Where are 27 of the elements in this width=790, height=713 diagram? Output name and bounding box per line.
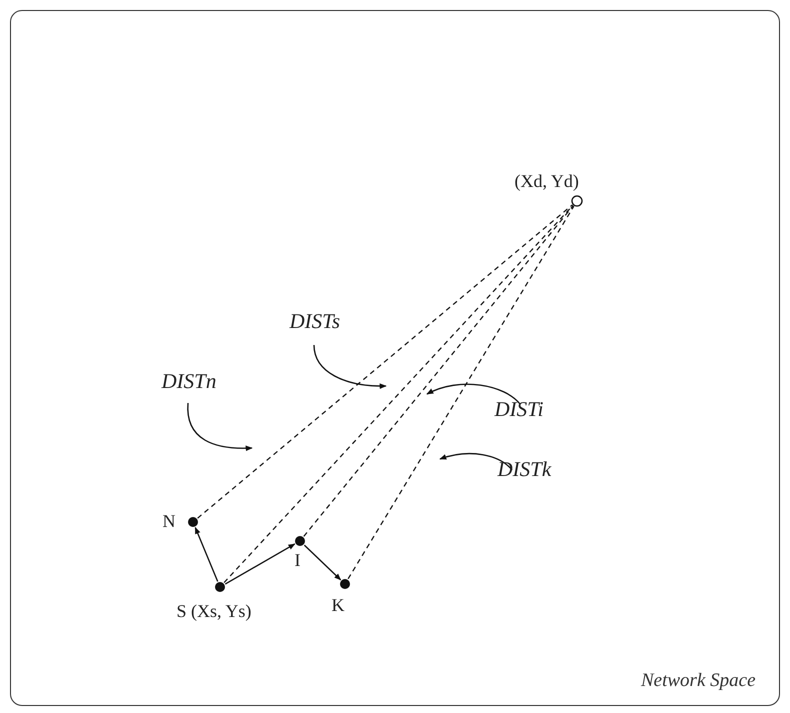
network-space-frame	[10, 10, 780, 706]
distance-label: DISTn	[162, 370, 216, 393]
leader-arrow	[186, 402, 252, 450]
distance-label: DISTi	[494, 398, 544, 421]
leader-arrow	[426, 383, 520, 404]
node-point	[186, 516, 198, 528]
destination-point	[570, 194, 582, 206]
node-point	[294, 534, 306, 546]
point-label: N	[162, 512, 176, 532]
node-point	[338, 578, 350, 590]
distance-label: DISTk	[498, 458, 552, 481]
point-label: (Xd, Yd)	[514, 172, 579, 192]
dashed-line	[196, 204, 572, 518]
point-label: S (Xs, Ys)	[176, 602, 252, 622]
leader-arrow	[312, 344, 386, 388]
dashed-line	[223, 204, 573, 582]
area-title: Network Space	[641, 671, 756, 692]
dashed-line	[302, 204, 574, 536]
arrow	[224, 542, 295, 584]
leader-arrow	[438, 452, 512, 470]
arrow	[303, 544, 341, 580]
dashed-line	[347, 205, 574, 579]
distance-label: DISTs	[290, 310, 340, 333]
point-label: I	[294, 550, 300, 570]
node-point	[214, 580, 226, 592]
arrow	[194, 526, 218, 582]
point-label: K	[332, 596, 344, 616]
